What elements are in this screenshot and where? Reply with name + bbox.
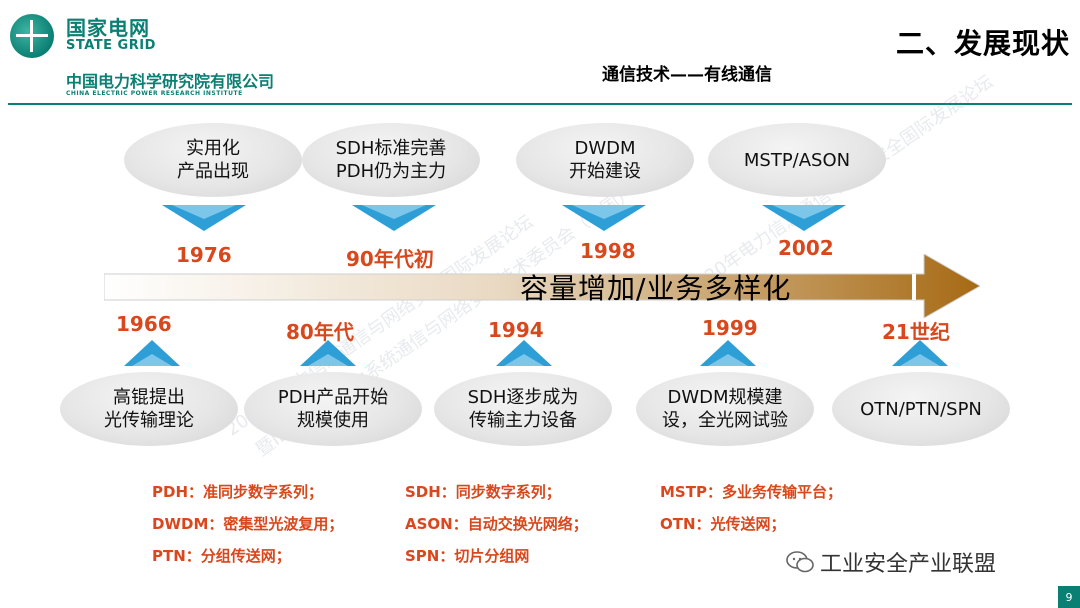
event-bubble-top: 实用化 产品出现 [124,123,302,197]
year-label: 1976 [176,243,232,267]
event-bubble-bottom: DWDM规模建 设，全光网试验 [636,372,814,446]
event-bubble-bottom: OTN/PTN/SPN [832,372,1010,446]
org-name-cn: 国家电网 [66,16,150,40]
up-arrow-icon [496,340,552,366]
wechat-icon [786,551,814,573]
down-arrow-icon [162,205,246,231]
header-divider [8,103,1072,105]
up-arrow-icon [700,340,756,366]
year-label: 1966 [116,312,172,336]
event-bubble-top: SDH标准完善 PDH仍为主力 [302,123,480,197]
event-bubble-bottom: 高锟提出 光传输理论 [60,372,238,446]
legend-item: PDH：准同步数字系列； [152,483,323,501]
page-number: 9 [1058,586,1080,608]
year-label: 1994 [488,318,544,342]
legend-item: DWDM：密集型光波复用； [152,515,344,533]
legend-item: SPN：切片分组网 [405,547,530,565]
year-label: 21世纪 [882,320,950,344]
legend-item: SDH：同步数字系列； [405,483,561,501]
year-label: 1999 [702,316,758,340]
timeline-label: 容量增加/业务多样化 [520,272,792,305]
up-arrow-icon [300,340,356,366]
year-label: 1998 [580,239,636,263]
org-name-en: STATE GRID [66,38,156,53]
year-label: 90年代初 [346,247,434,271]
section-title: 二、发展现状 [895,27,1070,60]
legend-item: OTN：光传送网； [660,515,786,533]
legend-item: PTN：分组传送网； [152,547,291,565]
brand-name: 工业安全产业联盟 [820,552,997,577]
legend-column-1: PDH：准同步数字系列； DWDM：密集型光波复用； PTN：分组传送网； [152,476,343,572]
year-label: 2002 [778,236,834,260]
event-bubble-bottom: SDH逐步成为 传输主力设备 [434,372,612,446]
down-arrow-icon [562,205,646,231]
event-bubble-bottom: PDH产品开始 规模使用 [244,372,422,446]
event-bubble-top: MSTP/ASON [708,123,886,197]
down-arrow-icon [762,205,846,231]
slide-subtitle: 通信技术——有线通信 [602,65,772,85]
up-arrow-icon [124,340,180,366]
legend-column-3: MSTP：多业务传输平台； OTN：光传送网； [660,476,842,540]
event-bubble-top: DWDM 开始建设 [516,123,694,197]
legend-item: ASON：自动交换光网络； [405,515,588,533]
institute-name-en: CHINA ELECTRIC POWER RESEARCH INSTITUTE [66,90,243,97]
legend-column-2: SDH：同步数字系列； ASON：自动交换光网络； SPN：切片分组网 [405,476,588,572]
brand-watermark: 工业安全产业联盟 [786,546,996,578]
state-grid-logo-icon [10,14,54,58]
institute-name-cn: 中国电力科学研究院有限公司 [66,72,275,91]
year-label: 80年代 [286,320,354,344]
legend-item: MSTP：多业务传输平台； [660,483,842,501]
timeline-arrow [104,254,980,318]
down-arrow-icon [352,205,436,231]
up-arrow-icon [892,340,948,366]
